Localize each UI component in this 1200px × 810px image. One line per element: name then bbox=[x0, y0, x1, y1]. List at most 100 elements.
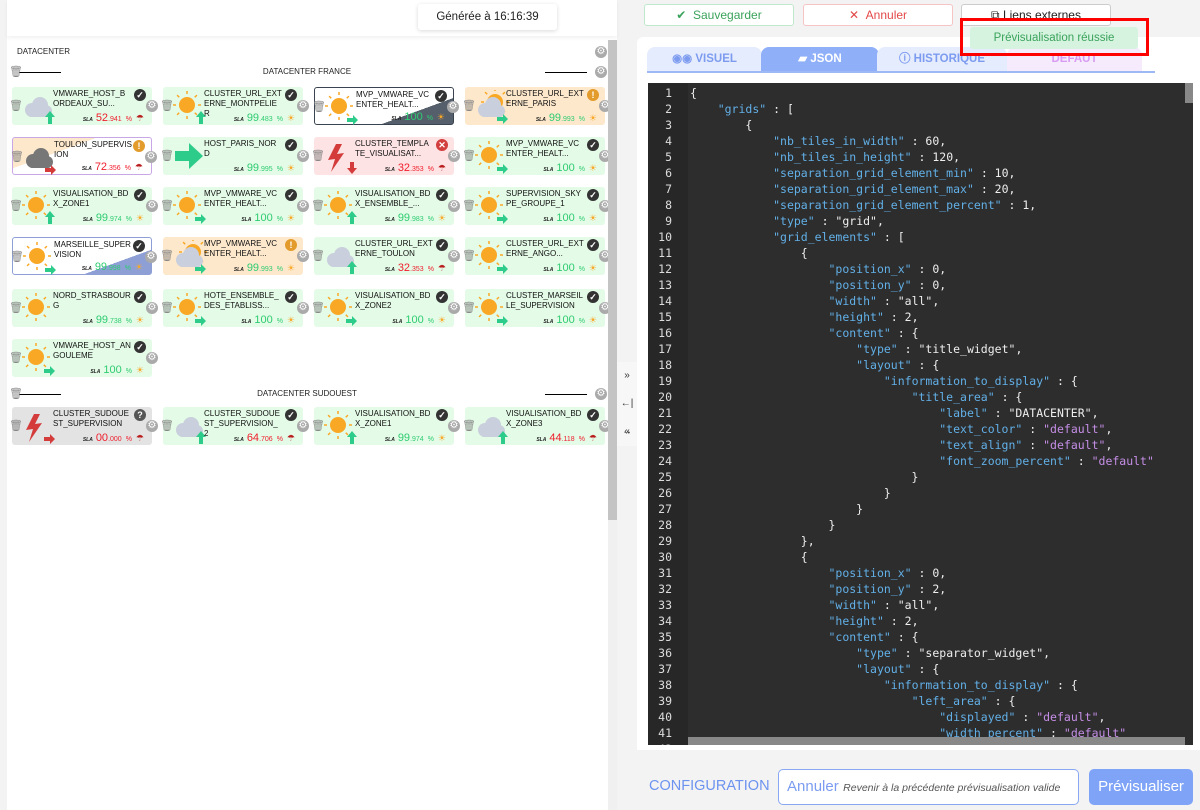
trash-icon[interactable]: 🗑 bbox=[311, 200, 325, 212]
gear-icon[interactable]: ⚙ bbox=[595, 66, 607, 78]
cloud-weather-icon bbox=[473, 410, 508, 444]
grid-gear-icon[interactable]: ⚙ bbox=[595, 46, 607, 58]
editor-vertical-scrollbar[interactable] bbox=[1185, 83, 1193, 745]
trash-icon[interactable]: 🗑 bbox=[9, 100, 23, 112]
tab-label: HISTORIQUE bbox=[913, 53, 986, 65]
gear-icon[interactable]: ⚙ bbox=[146, 352, 158, 364]
tile-name: VMWARE_HOST_ANGOULEME bbox=[53, 341, 131, 360]
trash-icon[interactable]: 🗑 bbox=[160, 250, 174, 262]
sla-percent: % bbox=[578, 266, 585, 273]
trash-icon[interactable]: 🗑 bbox=[9, 200, 23, 212]
trash-icon[interactable]: 🗑 bbox=[160, 150, 174, 162]
trash-icon[interactable]: 🗑 bbox=[462, 150, 476, 162]
trash-icon[interactable]: 🗑 bbox=[312, 101, 326, 113]
gear-icon[interactable]: ⚙ bbox=[146, 302, 158, 314]
scrollbar-thumb[interactable] bbox=[608, 40, 617, 520]
trash-icon[interactable]: 🗑 bbox=[462, 200, 476, 212]
gear-icon[interactable]: ⚙ bbox=[448, 302, 460, 314]
sla-int: 32 bbox=[397, 262, 411, 274]
gear-icon[interactable]: ⚙ bbox=[447, 101, 459, 113]
trash-icon[interactable]: 🗑 bbox=[9, 302, 23, 314]
gear-icon[interactable]: ⚙ bbox=[448, 150, 460, 162]
gear-icon[interactable]: ⚙ bbox=[297, 100, 309, 112]
sla-percent: % bbox=[427, 436, 434, 443]
trash-icon[interactable]: 🗑 bbox=[311, 420, 325, 432]
preview-button[interactable]: Prévisualiser bbox=[1089, 769, 1193, 805]
trash-icon[interactable]: 🗑 bbox=[462, 302, 476, 314]
tab-visuel[interactable]: ◉◉ VISUEL bbox=[647, 47, 762, 71]
trash-icon[interactable]: 🗑 bbox=[9, 388, 23, 400]
gear-icon[interactable]: ⚙ bbox=[297, 250, 309, 262]
preview-scrollbar[interactable] bbox=[608, 40, 617, 810]
save-button[interactable]: ✔ Sauvegarder bbox=[644, 4, 794, 26]
revert-cancel-button[interactable]: Annuler Revenir à la précédente prévisua… bbox=[778, 769, 1079, 805]
trash-icon[interactable]: 🗑 bbox=[462, 250, 476, 262]
trash-icon[interactable]: 🗑 bbox=[462, 420, 476, 432]
expand-left-icon[interactable]: « bbox=[624, 426, 630, 437]
trash-icon[interactable]: 🗑 bbox=[9, 66, 23, 78]
cancel-button[interactable]: ✕ Annuler bbox=[803, 4, 953, 26]
gear-icon[interactable]: ⚙ bbox=[448, 200, 460, 212]
line-number: 23 bbox=[658, 438, 672, 452]
gear-icon[interactable]: ⚙ bbox=[595, 388, 607, 400]
trash-icon[interactable]: 🗑 bbox=[9, 420, 23, 432]
gear-icon[interactable]: ⚙ bbox=[146, 420, 158, 432]
gear-icon[interactable]: ⚙ bbox=[145, 151, 157, 163]
expand-right-icon[interactable]: » bbox=[624, 370, 630, 381]
resize-handle-icon[interactable]: ←|→ bbox=[620, 398, 634, 437]
trash-icon[interactable]: 🗑 bbox=[160, 100, 174, 112]
gear-icon[interactable]: ⚙ bbox=[146, 200, 158, 212]
trash-icon[interactable]: 🗑 bbox=[160, 302, 174, 314]
trash-icon[interactable]: 🗑 bbox=[10, 151, 24, 163]
editor-horizontal-scrollbar[interactable] bbox=[688, 737, 1185, 745]
panel-resizer[interactable]: » ←|→ « bbox=[617, 362, 637, 446]
gear-icon[interactable]: ⚙ bbox=[146, 100, 158, 112]
tab-defaut[interactable]: DEFAUT bbox=[1007, 47, 1142, 71]
tab-historique[interactable]: ⓘ HISTORIQUE bbox=[877, 47, 1007, 71]
gear-icon[interactable]: ⚙ bbox=[448, 250, 460, 262]
gear-icon[interactable]: ⚙ bbox=[297, 200, 309, 212]
trash-icon[interactable]: 🗑 bbox=[160, 420, 174, 432]
scrollbar-thumb[interactable] bbox=[1185, 83, 1193, 103]
trash-icon[interactable]: 🗑 bbox=[10, 251, 24, 263]
trash-icon[interactable]: 🗑 bbox=[311, 150, 325, 162]
tab-json[interactable]: ▰ JSON bbox=[761, 47, 879, 71]
line-number: 35 bbox=[658, 630, 672, 644]
trash-icon[interactable]: 🗑 bbox=[311, 250, 325, 262]
trash-icon[interactable]: 🗑 bbox=[160, 200, 174, 212]
trash-icon[interactable]: 🗑 bbox=[311, 302, 325, 314]
gear-icon[interactable]: ⚙ bbox=[297, 150, 309, 162]
trash-icon[interactable]: 🗑 bbox=[462, 100, 476, 112]
gear-icon[interactable]: ⚙ bbox=[145, 251, 157, 263]
trash-icon[interactable]: 🗑 bbox=[9, 352, 23, 364]
gear-icon[interactable]: ⚙ bbox=[297, 420, 309, 432]
gear-icon[interactable]: ⚙ bbox=[297, 302, 309, 314]
gear-icon[interactable]: ⚙ bbox=[448, 420, 460, 432]
